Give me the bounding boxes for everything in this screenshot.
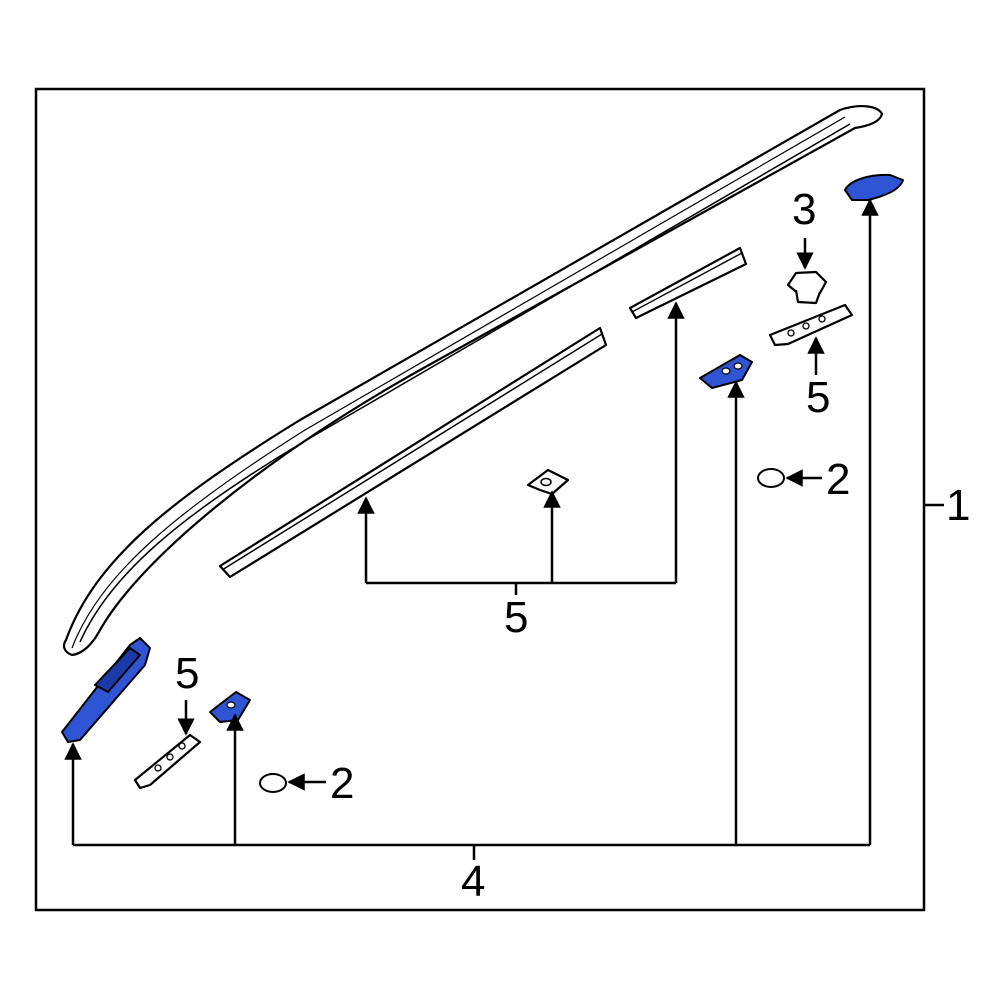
upper-molding-strip: [628, 246, 748, 320]
right-mounting-plate: [768, 303, 854, 347]
callout-2-right: 2: [826, 455, 850, 504]
rear-bracket-pad: [699, 354, 753, 389]
front-end-cap: [61, 637, 151, 743]
lower-molding-strip: [218, 326, 608, 579]
callout-1: 1: [946, 481, 970, 530]
callout-2-left: 2: [330, 759, 354, 808]
front-bracket-pad: [209, 691, 251, 723]
callout-5-center: 5: [504, 593, 528, 642]
callout-4: 4: [461, 857, 485, 906]
diagram-frame: [34, 87, 926, 912]
left-mounting-plate: [133, 733, 202, 790]
callout-3: 3: [792, 185, 816, 234]
nut: [786, 270, 828, 305]
callout-5-right: 5: [806, 373, 830, 422]
callout-5-left: 5: [175, 649, 199, 698]
rear-end-cap: [844, 173, 904, 201]
roof-rail: [62, 104, 884, 657]
center-bracket: [526, 468, 570, 496]
plug-right: [757, 468, 785, 488]
plug-left: [259, 773, 287, 793]
